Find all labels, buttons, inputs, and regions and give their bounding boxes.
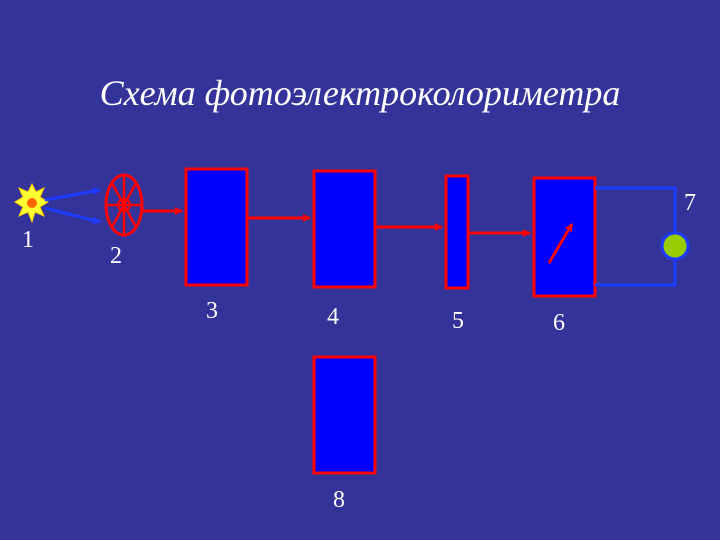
wire-upper <box>595 186 677 233</box>
label-7: 7 <box>684 190 696 216</box>
cuvette-5 <box>444 174 470 290</box>
label-6: 6 <box>553 310 565 336</box>
block-3 <box>184 167 249 287</box>
block-8 <box>312 355 377 475</box>
label-3: 3 <box>206 298 218 324</box>
indicator-7 <box>660 231 690 261</box>
filter-wheel-icon <box>104 173 144 237</box>
label-4: 4 <box>327 304 339 330</box>
label-2: 2 <box>110 243 122 269</box>
slide-title: Схема фотоэлектроколориметра <box>99 73 621 113</box>
light-ray-lower <box>44 206 101 225</box>
light-ray-upper <box>44 187 101 202</box>
wire-lower <box>595 259 677 287</box>
light-source-icon <box>14 182 49 224</box>
block-4 <box>312 169 377 289</box>
label-5: 5 <box>452 308 464 334</box>
label-1: 1 <box>22 227 34 253</box>
photocell-arrow <box>547 223 574 264</box>
label-8: 8 <box>333 487 345 513</box>
